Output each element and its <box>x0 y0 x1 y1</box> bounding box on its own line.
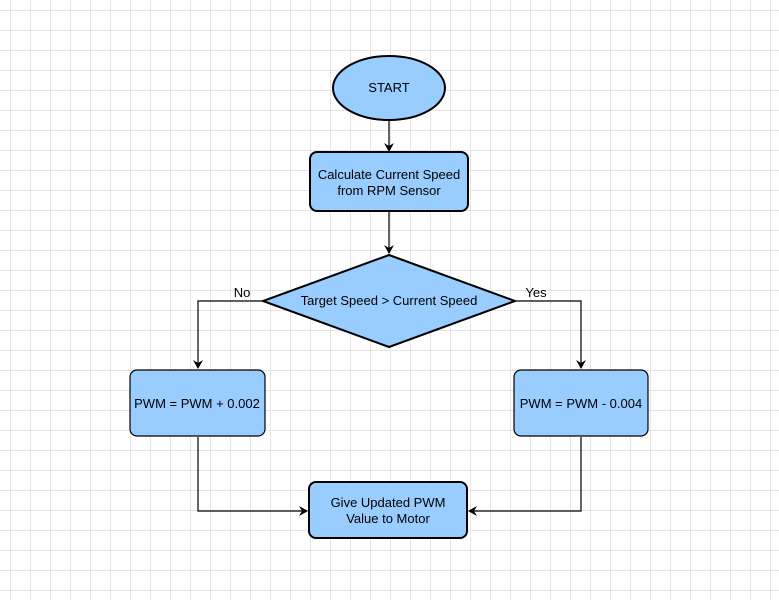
decrease-pwm-node-label: PWM = PWM - 0.004 <box>520 396 642 411</box>
connectors <box>193 120 586 516</box>
output-node[interactable]: Give Updated PWM Value to Motor <box>308 481 468 539</box>
start-node-label: START <box>368 80 409 95</box>
calc-speed-node-shape <box>309 151 469 212</box>
output-node-label-line2: Value to Motor <box>346 511 430 526</box>
edge-decision-no <box>193 300 262 369</box>
output-node-label-line1: Give Updated PWM <box>331 495 446 510</box>
edge-label-no: No <box>234 285 251 300</box>
output-node-shape <box>308 481 468 539</box>
increase-pwm-node-shape <box>129 369 266 437</box>
decision-node[interactable]: Target Speed > Current Speed <box>260 253 518 349</box>
edge-increase-to-output <box>197 437 308 516</box>
start-node[interactable]: START <box>332 55 446 121</box>
calc-speed-node-label-line1: Calculate Current Speed <box>318 167 460 182</box>
edge-decrease-to-output <box>468 437 582 516</box>
edge-decision-yes <box>516 300 586 369</box>
calc-speed-node[interactable]: Calculate Current Speed from RPM Sensor <box>309 151 469 212</box>
decision-node-shape <box>260 253 518 349</box>
edge-label-yes: Yes <box>525 285 547 300</box>
decision-node-label: Target Speed > Current Speed <box>301 293 478 308</box>
increase-pwm-node[interactable]: PWM = PWM + 0.002 <box>129 369 266 437</box>
decrease-pwm-node[interactable]: PWM = PWM - 0.004 <box>513 369 649 437</box>
decrease-pwm-node-shape <box>513 369 649 437</box>
calc-speed-node-label-line2: from RPM Sensor <box>337 183 441 198</box>
increase-pwm-node-label: PWM = PWM + 0.002 <box>134 396 260 411</box>
start-node-shape <box>332 55 446 121</box>
